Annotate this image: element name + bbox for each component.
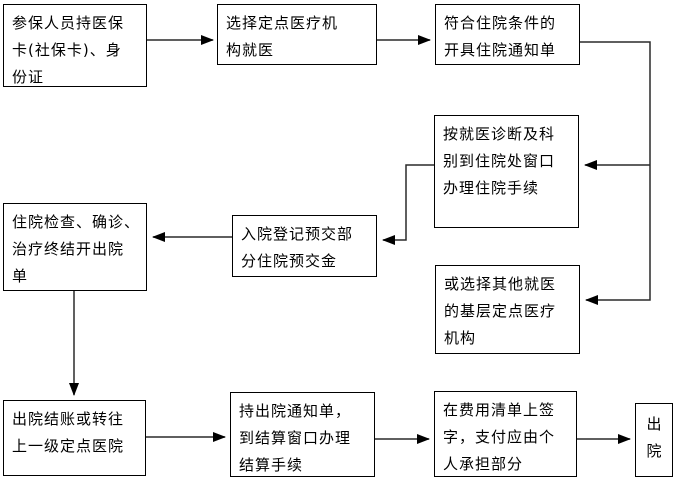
node-discharge-or-transfer: 出院结账或转往 上一级定点医院 (3, 400, 146, 476)
node-diagnosis-discharge-order: 住院检查、确诊、 治疗终结开出院 单 (3, 203, 147, 291)
node-prepayment: 入院登记预交部 分住院预交金 (232, 215, 377, 277)
node-discharge: 出 院 (635, 403, 673, 477)
node-other-primary-hospital: 或选择其他就医 的基层定点医疗 机构 (435, 265, 580, 354)
node-admission-notice: 符合住院条件的 开具住院通知单 (435, 4, 580, 65)
node-settlement-window: 持出院通知单， 到结算窗口办理 结算手续 (230, 392, 375, 477)
node-admission-procedure: 按就医诊断及科 别到住院处窗口 办理住院手续 (434, 115, 579, 228)
node-choose-hospital: 选择定点医疗机 构就医 (217, 4, 377, 65)
node-sign-expense-list: 在费用清单上签 字，支付应由个 人承担部分 (434, 391, 577, 477)
node-insurance-card: 参保人员持医保 卡(社保卡)、身 份证 (3, 4, 147, 87)
